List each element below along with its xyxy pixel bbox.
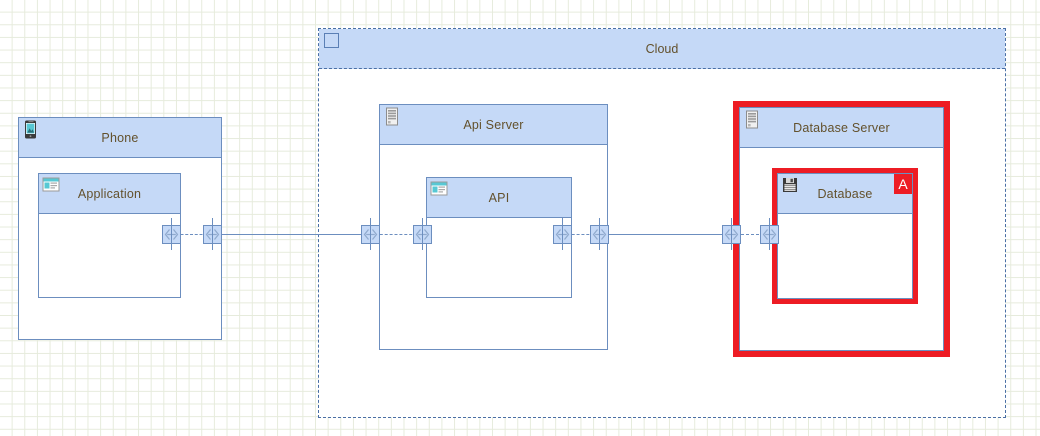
port-stem — [370, 218, 371, 250]
port-stem — [769, 218, 770, 250]
port-stem — [599, 218, 600, 250]
port-stem — [562, 218, 563, 250]
node-api[interactable]: API — [426, 177, 572, 298]
node-database[interactable]: Database — [777, 173, 913, 299]
link-api-server-to-database-server[interactable] — [599, 234, 731, 235]
server-rack-icon — [743, 110, 761, 129]
cloud-header: Cloud — [319, 29, 1005, 69]
port-stem — [731, 218, 732, 250]
node-api-label: API — [488, 190, 510, 205]
port-stem — [212, 218, 213, 250]
link-api-to-api-server-out[interactable] — [562, 234, 599, 235]
node-application-body — [39, 214, 180, 297]
node-database-label: Database — [817, 186, 873, 201]
node-phone-label: Phone — [101, 130, 139, 145]
link-database-server-to-database[interactable] — [731, 234, 769, 235]
link-application-to-phone[interactable] — [171, 234, 212, 235]
link-phone-to-api-server[interactable] — [212, 234, 370, 235]
node-api-header: API — [427, 178, 571, 218]
status-badge-a: A — [894, 174, 912, 194]
node-application-header: Application — [39, 174, 180, 214]
window-app-icon — [430, 180, 448, 199]
node-api-server-label: Api Server — [463, 117, 524, 132]
node-database-server-header: Database Server — [740, 108, 943, 148]
square-icon — [324, 33, 339, 48]
link-api-server-to-api[interactable] — [370, 234, 422, 235]
node-phone-header: Phone — [19, 118, 221, 158]
port-stem — [171, 218, 172, 250]
port-stem — [422, 218, 423, 250]
node-database-server-label: Database Server — [793, 120, 890, 135]
node-database-body — [778, 214, 912, 298]
node-application-label: Application — [77, 186, 142, 201]
node-database-header: Database — [778, 174, 912, 214]
database-disk-icon — [781, 176, 799, 195]
server-rack-icon — [383, 107, 401, 126]
node-api-server-header: Api Server — [380, 105, 607, 145]
node-application[interactable]: Application — [38, 173, 181, 298]
window-app-icon — [42, 176, 60, 195]
cloud-label: Cloud — [645, 41, 679, 56]
node-api-body — [427, 218, 571, 297]
mobile-phone-icon — [22, 120, 40, 139]
